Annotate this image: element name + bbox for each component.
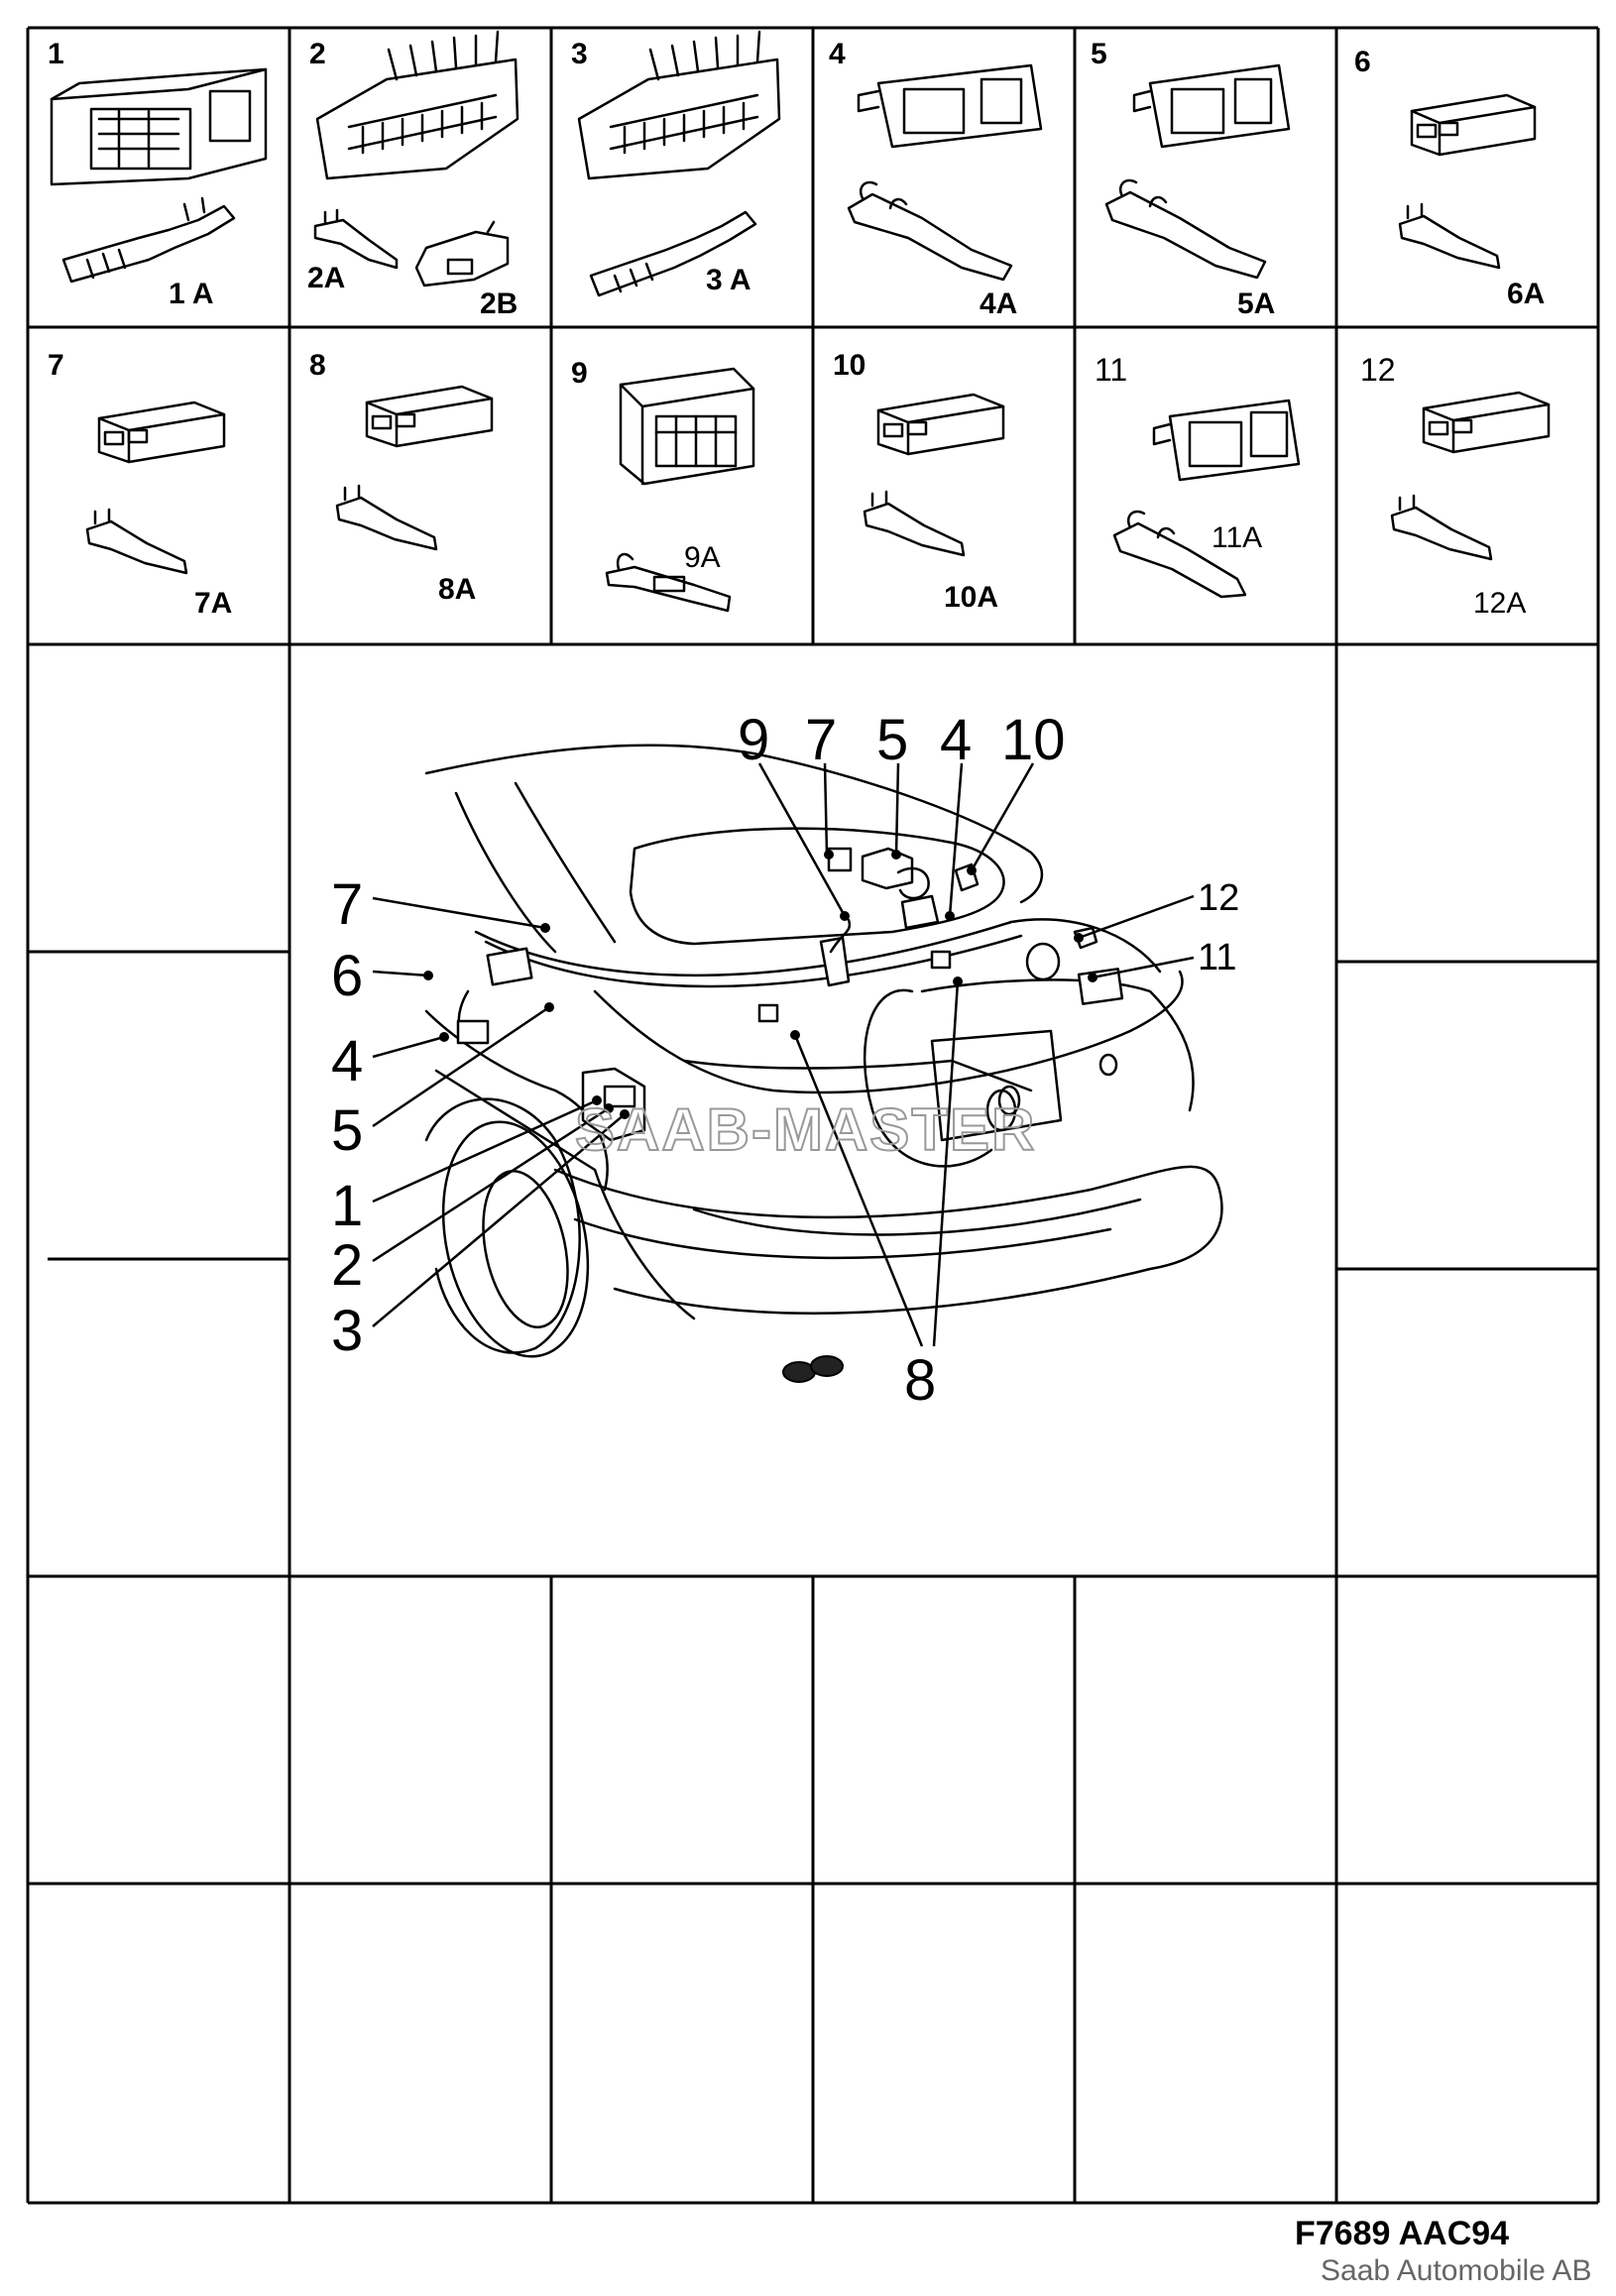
cell-12: 12 12A (1360, 352, 1551, 620)
part-label-3A: 3 A (706, 264, 751, 296)
connector-11-housing (1152, 399, 1301, 482)
connector-9-housing (619, 367, 755, 486)
terminal-2B (414, 220, 510, 287)
callout-8: 8 (904, 1348, 936, 1413)
part-label-7A: 7A (194, 587, 232, 620)
part-label-5A: 5A (1237, 287, 1275, 320)
credit: Saab Automobile AB (1321, 2254, 1592, 2287)
terminal-7A (85, 508, 188, 575)
cell-number: 10 (833, 349, 866, 382)
terminal-6A (1398, 202, 1501, 270)
cell-number: 5 (1091, 38, 1107, 70)
cell-8: 8 8A (309, 349, 494, 606)
cell-1: 1 1 A (48, 38, 268, 310)
part-label-1A: 1 A (169, 278, 214, 310)
cell-number: 1 (48, 38, 64, 70)
cell-number: 6 (1354, 46, 1371, 78)
callout-2: 2 (331, 1233, 363, 1298)
part-label-8A: 8A (438, 573, 476, 606)
callout-1: 1 (331, 1174, 363, 1238)
cell-number: 12 (1360, 352, 1396, 388)
cell-number: 4 (829, 38, 846, 70)
callout-4: 4 (331, 1029, 363, 1093)
callout-5: 5 (331, 1098, 363, 1163)
parts-grid (26, 26, 1600, 2205)
part-label-2A: 2A (307, 262, 345, 294)
terminal-5A (1104, 178, 1267, 280)
cell-7: 7 7A (48, 349, 232, 620)
callout-10: 10 (1001, 708, 1066, 772)
cell-5: 5 5A (1091, 38, 1291, 320)
callout-12: 12 (1198, 877, 1239, 919)
callout-7: 7 (805, 708, 837, 772)
callout-6: 6 (331, 944, 363, 1008)
callouts-top: 9 7 5 4 10 (738, 708, 1066, 772)
figure-code: F7689 AAC94 (1295, 2215, 1510, 2252)
part-label-2B: 2B (480, 287, 518, 320)
part-label-9A: 9A (684, 541, 721, 574)
callout-11: 11 (1198, 937, 1236, 978)
cell-3: 3 3 A (571, 30, 781, 297)
cell-2: 2 2A 2B (307, 30, 519, 320)
leader-lines (372, 762, 1195, 1347)
part-label-4A: 4A (980, 287, 1017, 320)
terminal-8A (335, 484, 438, 551)
callout-5: 5 (876, 708, 908, 772)
connector-5-housing (1132, 63, 1291, 149)
terminal-12A (1390, 494, 1493, 561)
car-connectors (456, 847, 1124, 1142)
part-label-10A: 10A (944, 581, 998, 614)
callout-7: 7 (331, 872, 363, 937)
connector-3-housing (577, 30, 781, 180)
cell-9: 9 9A (571, 357, 755, 613)
connector-1-housing (50, 67, 268, 186)
terminal-4A (847, 180, 1013, 282)
watermark: SAAB-MASTER (575, 1096, 1036, 1163)
terminal-1A (61, 196, 236, 284)
terminal-2A (313, 208, 399, 270)
callout-9: 9 (738, 708, 769, 772)
cell-number: 2 (309, 38, 326, 70)
connector-12-housing (1422, 391, 1551, 454)
cell-4: 4 4A (829, 38, 1043, 320)
connector-6-housing (1410, 93, 1537, 157)
connector-10-housing (876, 393, 1005, 456)
callouts-right: 12 11 (1198, 877, 1239, 978)
part-label-12A: 12A (1473, 587, 1526, 620)
connector-8-housing (365, 385, 494, 448)
terminal-3A (589, 210, 757, 297)
terminal-10A (863, 490, 966, 557)
cell-number: 9 (571, 357, 588, 390)
terminal-9A (605, 552, 732, 613)
callouts-left: 7 6 4 5 1 2 3 (331, 872, 363, 1363)
cell-6: 6 6A (1354, 46, 1545, 310)
cell-number: 7 (48, 349, 64, 382)
connector-2-housing (315, 30, 519, 180)
cell-number: 11 (1095, 352, 1127, 388)
terminal-11A (1112, 510, 1247, 599)
connector-7-housing (97, 401, 226, 464)
callout-3: 3 (331, 1299, 363, 1363)
cell-11: 11 11A (1095, 352, 1301, 599)
cell-number: 8 (309, 349, 326, 382)
car-rear-illustration (424, 744, 1223, 1383)
callout-4: 4 (940, 708, 972, 772)
cell-10: 10 10A (833, 349, 1005, 614)
part-label-11A: 11A (1212, 521, 1262, 554)
connector-4-housing (857, 63, 1043, 149)
cell-number: 3 (571, 38, 588, 70)
part-label-6A: 6A (1507, 278, 1545, 310)
